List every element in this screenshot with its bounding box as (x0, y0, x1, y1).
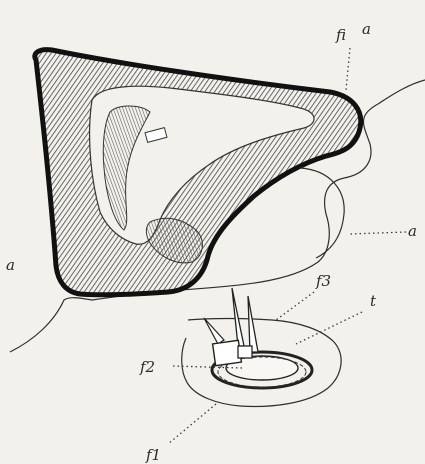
leader-f3 (276, 292, 314, 320)
label-f3: f3 (315, 272, 331, 290)
label-f1: f1 (145, 446, 161, 464)
right-lobe (300, 168, 344, 258)
label-a-left: a (6, 256, 15, 274)
leader-a-top (346, 48, 350, 90)
rod-right (248, 296, 258, 352)
label-a-top: a (362, 20, 371, 38)
rod-box (213, 340, 242, 365)
label-f2: f2 (139, 358, 155, 376)
rod-left (232, 288, 244, 346)
leader-a-right (350, 232, 406, 234)
rod-small (204, 318, 224, 344)
rod-base (238, 346, 252, 358)
leader-f1 (168, 404, 216, 444)
label-a-right: a (408, 222, 417, 240)
leader-t (296, 312, 362, 344)
label-fi: fi (335, 26, 346, 44)
label-t: t (370, 292, 377, 310)
